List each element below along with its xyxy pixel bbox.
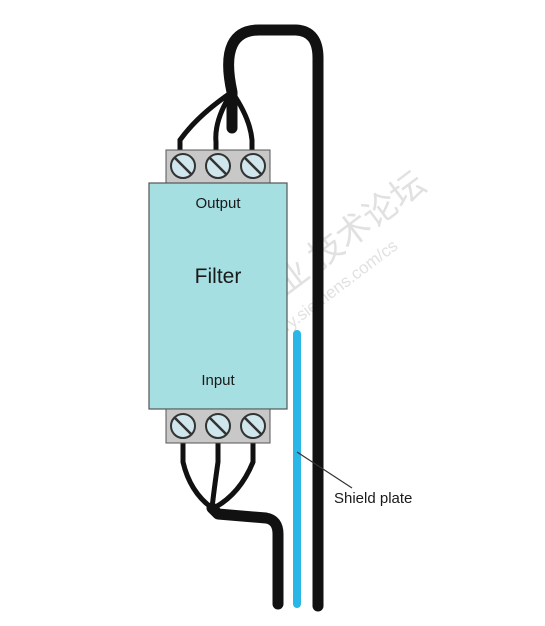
shield-plate-label: Shield plate xyxy=(334,490,412,507)
terminal-screw-icon xyxy=(240,413,266,439)
filter-body xyxy=(148,182,288,410)
input-wire-right xyxy=(211,439,256,511)
input-cable xyxy=(206,502,284,610)
input-label: Input xyxy=(201,372,235,389)
terminal-screw-icon xyxy=(170,413,196,439)
filter-title: Filter xyxy=(195,265,242,288)
terminal-screw-icon xyxy=(205,153,231,179)
output-wire-right xyxy=(229,89,255,157)
output-wire-left xyxy=(177,89,235,157)
input-terminal-block xyxy=(165,408,271,444)
output-label: Output xyxy=(195,195,241,212)
output-cable xyxy=(223,24,324,612)
input-wire-middle xyxy=(209,439,221,511)
terminal-screw-icon xyxy=(170,153,196,179)
output-terminal-block xyxy=(165,149,271,184)
shield-plate-leader-line xyxy=(296,451,353,489)
input-wire-left xyxy=(180,439,215,511)
output-wire-middle xyxy=(213,89,235,157)
terminal-screw-icon xyxy=(205,413,231,439)
terminal-screw-icon xyxy=(240,153,266,179)
